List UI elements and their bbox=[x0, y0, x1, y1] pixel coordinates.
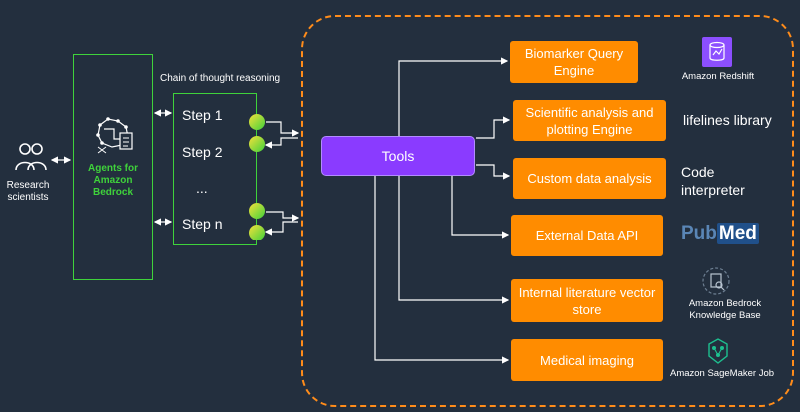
tools-branch-4 bbox=[451, 176, 510, 239]
stepn-tools-return bbox=[264, 221, 298, 236]
step-2: Step 2 bbox=[182, 144, 223, 160]
tool-custom-data-analysis: Custom data analysis bbox=[513, 158, 666, 199]
tool-medical-imaging: Medical imaging bbox=[511, 339, 663, 381]
redshift-icon bbox=[702, 37, 732, 67]
service-code-interpreter: Code interpreter bbox=[681, 164, 745, 198]
step-circles bbox=[249, 114, 265, 240]
service-lifelines-library: lifelines library bbox=[683, 112, 772, 128]
step1-circle-top bbox=[249, 114, 265, 130]
step1-tools-return bbox=[264, 137, 298, 149]
tools-node: Tools bbox=[321, 136, 475, 176]
tool-internal-literature: Internal literature vector store bbox=[511, 279, 663, 322]
step-n: Step n bbox=[182, 216, 223, 232]
tools-container bbox=[301, 15, 794, 407]
tools-branch-2 bbox=[476, 116, 511, 139]
tools-branch-3 bbox=[476, 164, 511, 180]
stepn-circle-top bbox=[249, 203, 265, 219]
steps-box bbox=[173, 93, 257, 245]
tool-scientific-analysis: Scientific analysis and plotting Engine bbox=[513, 100, 666, 141]
service-sagemaker-job: Amazon SageMaker Job bbox=[669, 368, 775, 379]
step1-tools-link bbox=[266, 121, 300, 137]
service-bedrock-knowledge-base: Amazon Bedrock Knowledge Base bbox=[688, 298, 762, 321]
pubmed-logo-pub: Pub bbox=[681, 223, 717, 244]
chain-of-thought-label: Chain of thought reasoning bbox=[160, 73, 281, 84]
agent-box bbox=[73, 54, 153, 280]
researchers-label: Research scientists bbox=[6, 180, 50, 203]
step-1: Step 1 bbox=[182, 107, 223, 123]
tools-branch-5 bbox=[398, 176, 510, 304]
step1-circle-bottom bbox=[249, 136, 265, 152]
researchers-icon bbox=[14, 140, 48, 174]
service-amazon-redshift: Amazon Redshift bbox=[681, 71, 755, 82]
tools-branch-6 bbox=[374, 176, 510, 364]
knowledge-base-icon bbox=[701, 266, 731, 296]
step-ellipsis: ... bbox=[196, 180, 208, 196]
stepn-tools-link bbox=[266, 211, 300, 222]
tools-branch-1 bbox=[398, 57, 509, 136]
agent-title: Agents for Amazon Bedrock bbox=[88, 163, 138, 198]
pubmed-logo-med: Med bbox=[716, 223, 759, 244]
tool-biomarker-query-engine: Biomarker Query Engine bbox=[510, 41, 638, 83]
stepn-circle-bottom bbox=[249, 225, 265, 240]
sagemaker-icon bbox=[703, 336, 733, 366]
agent-brain-icon bbox=[92, 113, 136, 157]
tool-external-data-api: External Data API bbox=[511, 215, 663, 256]
